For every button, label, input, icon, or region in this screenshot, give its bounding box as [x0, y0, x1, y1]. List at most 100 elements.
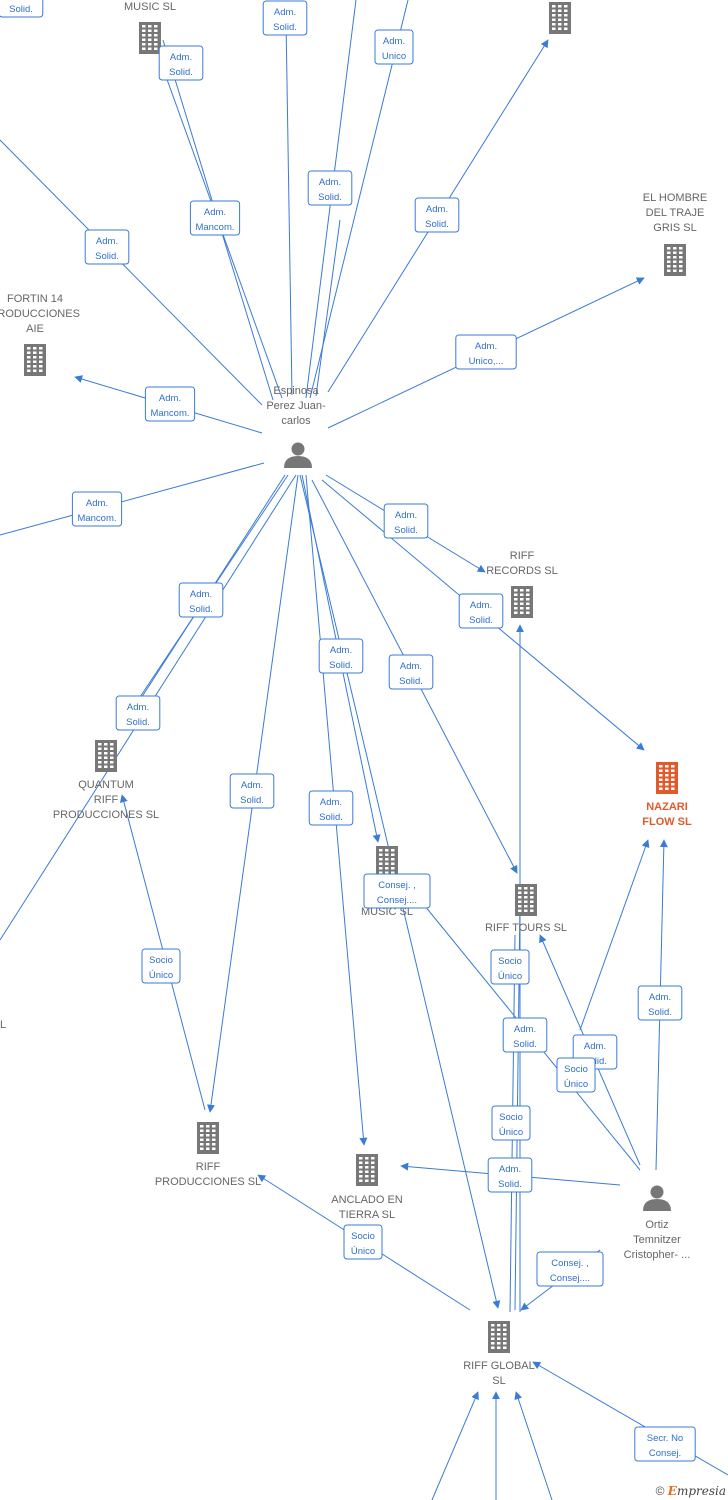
edge-label-text: Unico	[382, 51, 406, 62]
edge-label-text: Solid.	[469, 615, 493, 626]
edge-label-box	[502, 1017, 548, 1053]
building-icon	[356, 1154, 378, 1186]
node-label: TIERRA SL	[339, 1209, 395, 1221]
edge-label-e12[interactable]: Adm.Solid.	[178, 582, 224, 618]
edge-label-e9[interactable]: Adm.Unico,...	[455, 334, 517, 370]
edge-label-e5[interactable]: Adm.Mancom.	[189, 200, 241, 236]
edge-label-e28[interactable]: Adm.Solid.	[487, 1157, 533, 1193]
edge-label-box	[458, 593, 504, 629]
building-icon	[656, 762, 678, 794]
node-label: Espinosa	[273, 385, 319, 397]
node-music-top[interactable]: MUSIC SL	[124, 1, 176, 54]
node-label: RECORDS SL	[486, 565, 558, 577]
node-label: FORTIN 14	[7, 293, 63, 305]
building-icon	[139, 22, 161, 54]
edge-label-text: Adm.	[426, 204, 448, 215]
edge-line-6	[0, 139, 263, 406]
edge-label-box	[487, 1157, 533, 1193]
edge-label-text: Adm.	[320, 797, 342, 808]
edge-label-text: Adm.	[383, 36, 405, 47]
edge-label-text: Solid.	[169, 67, 193, 78]
node-label: RIFF	[94, 794, 119, 806]
edge-label-e15[interactable]: Adm. Solid.	[458, 593, 504, 629]
edge-label-text: Solid.	[319, 812, 343, 823]
edge-label-box	[491, 1105, 531, 1141]
node-label: Ortiz	[645, 1219, 668, 1231]
edge-line-1	[285, 19, 293, 396]
edge-label-text: Adm.	[96, 236, 118, 247]
node-label: DEL TRAJE	[646, 207, 705, 219]
edge-label-e6[interactable]: Adm. Solid.	[84, 229, 130, 265]
node-ortiz[interactable]: OrtizTemnitzerCristopher- ...	[624, 1185, 691, 1262]
edge-label-e10[interactable]: Adm.Mancom.	[144, 386, 196, 422]
edge-label-text: Socio	[564, 1064, 588, 1075]
edge-label-e4[interactable]: Adm.Solid.	[307, 170, 353, 206]
node-fortin[interactable]: FORTIN 14PRODUCCIONESAIE	[0, 293, 80, 376]
edge-label-text: Mancom.	[77, 513, 116, 524]
edge-label-text: Solid.	[513, 1039, 537, 1050]
edge-label-text: Unico,...	[469, 356, 504, 367]
edge-label-e3[interactable]: Adm. Unico	[374, 29, 414, 65]
edge-label-e23[interactable]: Adm.Solid.	[502, 1017, 548, 1053]
building-icon	[24, 344, 46, 376]
node-label: PRODUCCIONES SL	[155, 1176, 261, 1188]
edge-label-e13[interactable]: Adm.Solid.	[115, 695, 161, 731]
edge-label-text: Adm.	[204, 207, 226, 218]
edge-line-33	[532, 1361, 728, 1476]
edge-label-e1[interactable]: Adm.Solid.	[262, 0, 308, 36]
brand-name: mpresia	[676, 1484, 726, 1498]
building-icon	[515, 884, 537, 916]
edge-label-box	[536, 1251, 604, 1287]
edge-label-e30[interactable]: Consej. ,Consej....	[536, 1251, 604, 1287]
edge-label-e17[interactable]: Adm.Solid.	[388, 654, 434, 690]
building-icon	[549, 2, 571, 34]
brand-initial: E	[667, 1484, 677, 1498]
edge-label-e8[interactable]: Adm.Solid.	[0, 0, 44, 18]
edge-label-e16[interactable]: Adm.Solid.	[318, 638, 364, 674]
edge-label-e2[interactable]: Adm.Solid.	[158, 45, 204, 81]
node-label: GRIS SL	[653, 222, 696, 234]
edge-label-e11[interactable]: Adm.Mancom.	[71, 491, 123, 527]
node-label: NAZARI	[646, 801, 688, 813]
edge-label-box	[308, 790, 354, 826]
edge-label-text: Consej....	[550, 1273, 590, 1284]
node-riff-tours[interactable]: RIFF TOURS SL	[485, 884, 567, 934]
edge-label-text: Solid.	[95, 251, 119, 262]
node-label: PRODUCCIONES	[0, 308, 80, 320]
brand-logo[interactable]: Empresia	[668, 1484, 726, 1498]
edge-line-7	[315, 219, 341, 397]
edge-label-box	[318, 638, 364, 674]
edge-label-e19[interactable]: Adm. Solid.	[308, 790, 354, 826]
edge-label-text: Adm.	[649, 992, 671, 1003]
edge-label-e25[interactable]: Adm.Solid.	[637, 985, 683, 1021]
edge-label-e14[interactable]: Adm.Solid.	[383, 503, 429, 539]
node-label: PRODUCCIONES SL	[53, 809, 159, 821]
edge-label-e7[interactable]: Adm.Solid.	[414, 197, 460, 233]
edge-label-text: Único	[499, 1127, 523, 1138]
edge-line-36	[514, 1391, 553, 1500]
edge-label-text: Adm.	[470, 600, 492, 611]
person-icon	[643, 1185, 671, 1211]
edge-label-text: Solid.	[189, 604, 213, 615]
edge-label-e20[interactable]: Consej. ,Consej....	[363, 873, 431, 909]
node-top-right[interactable]	[549, 2, 571, 34]
edge-label-text: Socio	[499, 1112, 523, 1123]
building-icon	[488, 1321, 510, 1353]
edge-label-e18[interactable]: Adm.Solid.	[229, 773, 275, 809]
edge-label-box	[189, 200, 241, 236]
